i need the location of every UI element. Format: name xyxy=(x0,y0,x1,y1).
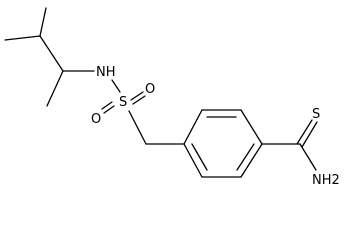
atom-label-s-thio: S xyxy=(312,107,320,122)
bond-methyl-left xyxy=(4,35,41,41)
atom-label-nh: NH xyxy=(96,65,116,80)
bond-s-o-left-b xyxy=(101,101,113,110)
atom-label-nh2: NH2 xyxy=(312,173,340,188)
bond-s-ch2 xyxy=(128,110,147,145)
thioamide-group xyxy=(261,119,318,171)
structure-diagram: NH S O O S NH2 xyxy=(4,7,340,188)
bond-methyl-bottom xyxy=(46,70,64,107)
sulfonamide-group xyxy=(101,79,185,145)
bond-c-s-a xyxy=(296,119,313,145)
ring-bond-6 xyxy=(183,143,203,178)
ring-inner-bond-right xyxy=(236,143,255,171)
bond-c-nh2 xyxy=(299,143,317,171)
bond-s-o-left-a xyxy=(103,105,115,114)
bond-nh-s xyxy=(111,79,121,93)
atom-label-o-left: O xyxy=(91,112,101,127)
alkyl-chain xyxy=(4,7,95,107)
bond-s-o-right-a xyxy=(130,91,144,101)
atom-label-o-right: O xyxy=(145,82,155,97)
bond-methyl-top xyxy=(39,7,47,37)
bond-c-s-b xyxy=(301,121,318,148)
ring-bond-3 xyxy=(240,109,263,145)
ring-bond-4 xyxy=(240,143,263,178)
bond-s-o-right-b xyxy=(132,95,146,105)
ring-bond-1 xyxy=(183,109,203,145)
bond-chain-middle xyxy=(39,35,64,72)
benzene-ring xyxy=(183,109,263,178)
atom-label-s-sulfonyl: S xyxy=(119,95,127,110)
ring-inner-bond-left xyxy=(191,143,208,171)
